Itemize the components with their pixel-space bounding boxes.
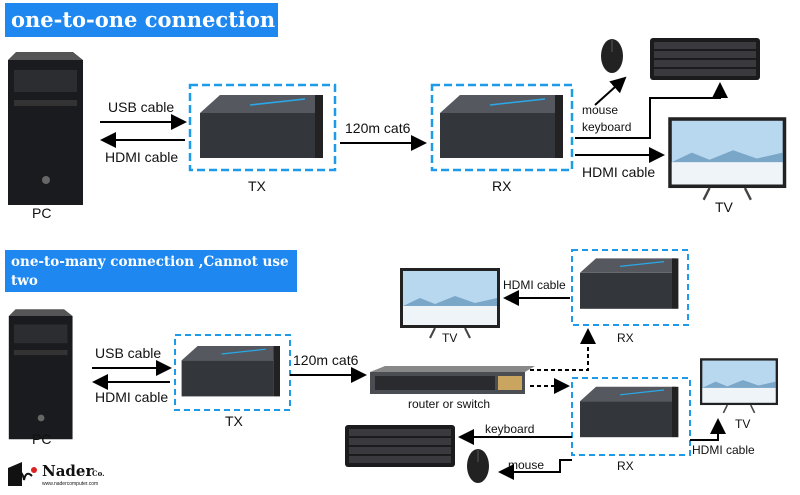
- tv-image-1: [399, 267, 501, 339]
- rx-device: [439, 94, 564, 159]
- mouse-image-2: [466, 448, 490, 484]
- rx1-box: [571, 249, 689, 326]
- tx-device-2: [181, 345, 281, 397]
- tv-label: TV: [715, 199, 734, 215]
- link-label: 120m cat6: [345, 120, 411, 136]
- hdmi-tv2-arrow: [690, 418, 726, 441]
- mouse-label-2: mouse: [508, 458, 544, 472]
- hdmi-out-label: HDMI cable: [582, 164, 655, 180]
- link-label-2: 120m cat6: [293, 352, 359, 368]
- tv-image-2: [699, 357, 779, 414]
- nader-logo: Nader Co. www.nadercomputer.com: [8, 462, 105, 487]
- one-to-many-title: one-to-many connection ,Cannot use two m…: [5, 250, 297, 327]
- rx1-label: RX: [617, 331, 634, 345]
- tv2-label: TV: [735, 417, 750, 431]
- mouse-label: mouse: [582, 103, 618, 117]
- tx-box: [188, 83, 337, 172]
- logo-suffix: Co.: [92, 469, 105, 478]
- keyboard-label-2: keyboard: [485, 422, 534, 436]
- rx-box: [430, 83, 574, 172]
- pc-label-2: PC: [32, 431, 51, 447]
- rx1-device: [579, 257, 680, 310]
- tx-device: [199, 94, 324, 159]
- rx-label: RX: [492, 178, 512, 194]
- keyboard-image-2: [345, 425, 455, 467]
- tx-label: TX: [248, 178, 267, 194]
- hdmi-cable-label: HDMI cable: [105, 149, 178, 165]
- switch-rx1-link: [530, 328, 596, 371]
- tx-label-2: TX: [225, 413, 244, 429]
- mouse-image: [600, 38, 624, 74]
- rx2-device: [579, 386, 680, 438]
- tx-box-2: [174, 334, 291, 411]
- one-to-one-title: one-to-one connection: [5, 3, 278, 37]
- pc-tower: [8, 52, 83, 205]
- pc-tower-2: [8, 309, 73, 440]
- logo-name: Nader: [42, 462, 94, 480]
- switch-label: router or switch: [408, 397, 490, 411]
- mouse-arrow-2: [498, 459, 572, 480]
- usb-cable-label-2: USB cable: [95, 345, 161, 361]
- usb-cable-label: USB cable: [108, 99, 174, 115]
- mouse-arrow: [594, 76, 627, 106]
- tv-image: [667, 116, 788, 202]
- title-line-1: one-to-many connection ,Cannot use two: [11, 254, 289, 289]
- keyboard-image: [650, 38, 760, 80]
- switch-image: [370, 366, 535, 394]
- logo-url: www.nadercomputer.com: [42, 481, 98, 487]
- keyboard-label: keyboard: [582, 120, 631, 134]
- tv1-label: TV: [442, 331, 457, 345]
- hdmi-cable-label-2: HDMI cable: [95, 389, 168, 405]
- hdmi-tv1-label: HDMI cable: [503, 278, 566, 292]
- hdmi-tv2-label: HDMI cable: [692, 443, 755, 457]
- rx2-box: [571, 377, 691, 456]
- keyboard-arrow: [575, 82, 728, 139]
- pc-label: PC: [32, 205, 51, 221]
- rx2-label: RX: [617, 459, 634, 473]
